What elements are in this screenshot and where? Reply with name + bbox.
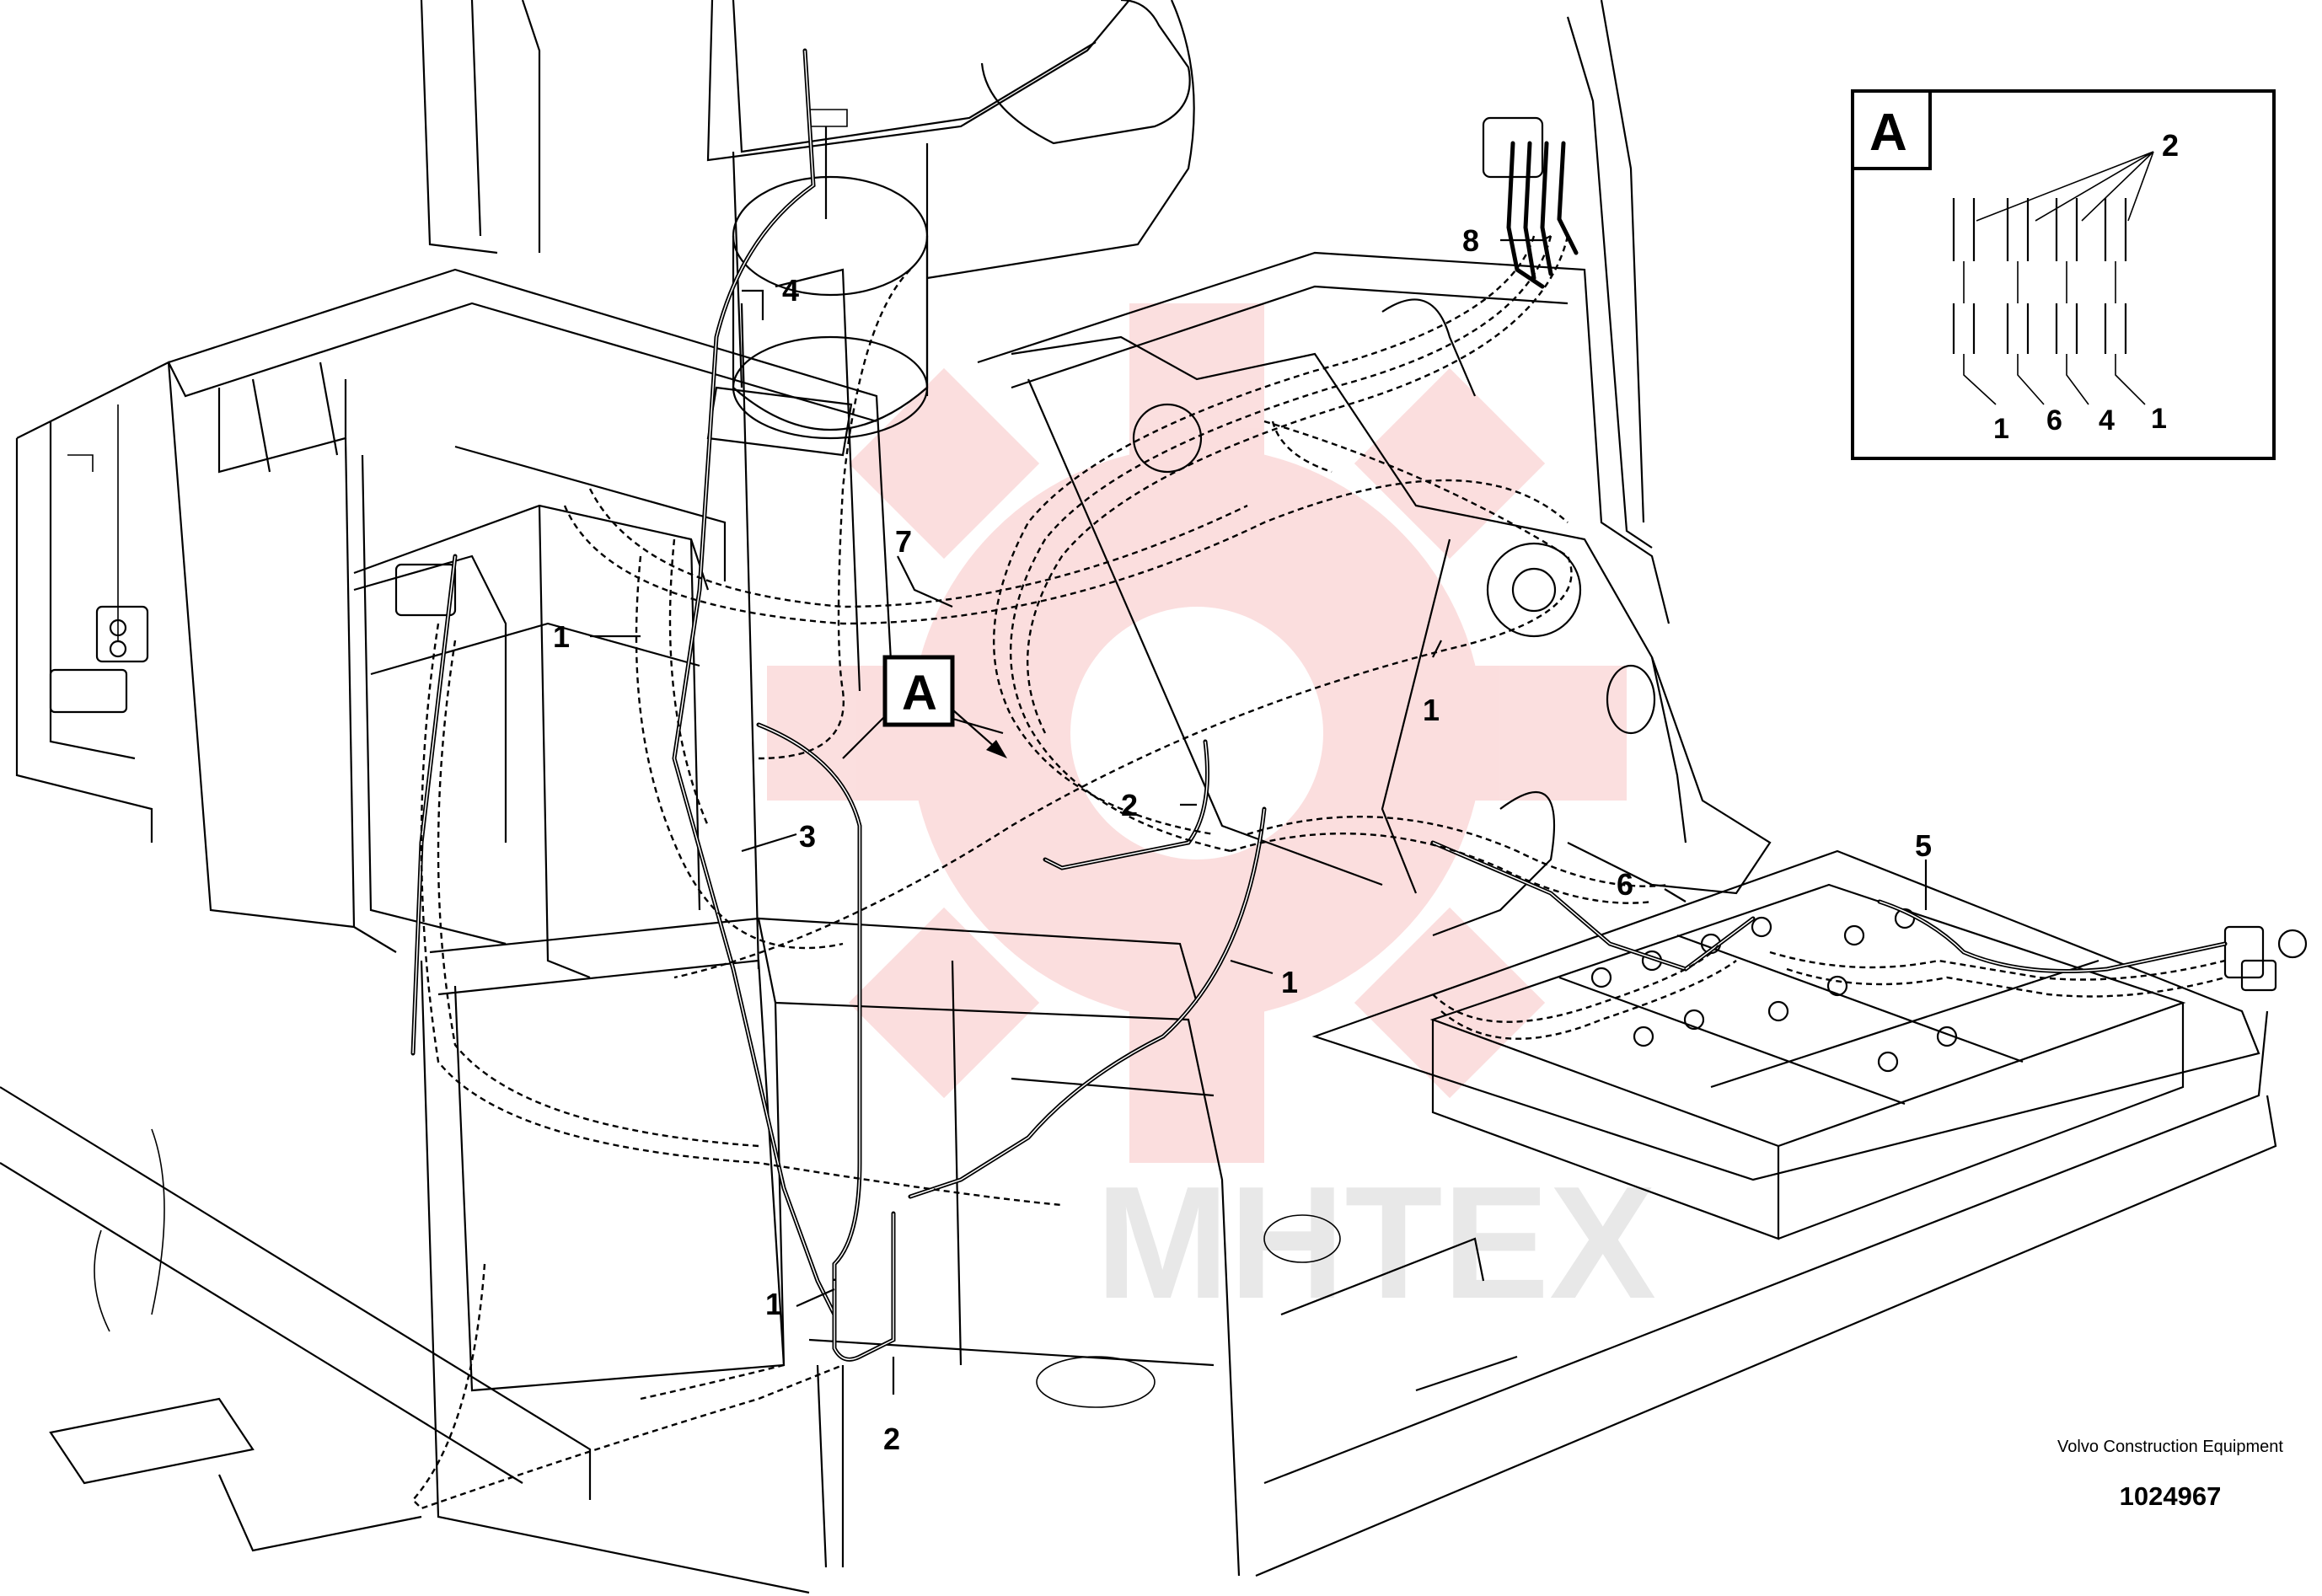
view-marker-a: A — [882, 655, 1007, 758]
watermark-text: MHTEX — [1096, 1154, 1656, 1332]
callout-2-bottom: 2 — [883, 1422, 900, 1456]
manufacturer-caption: Volvo Construction Equipment — [2057, 1438, 2283, 1456]
detail-a-connectors — [1952, 198, 2146, 405]
leader-lines — [590, 235, 1928, 1395]
callout-3: 3 — [799, 819, 816, 854]
callout-1-center: 1 — [1281, 965, 1298, 999]
callout-1-left: 1 — [553, 619, 570, 654]
callout-4: 4 — [782, 273, 799, 308]
detail-a-wire-label-3: 4 — [2099, 404, 2115, 436]
watermark: MHTEX — [767, 303, 1656, 1332]
detail-a-wire-label-2: 6 — [2046, 404, 2062, 436]
detail-a-letter: A — [1869, 104, 1907, 162]
harness-dashed-routes — [411, 235, 2226, 1510]
callout-labels: 8 4 7 1 1 2 3 1 6 5 1 2 — [553, 223, 1932, 1456]
detail-a-wire-label-1: 1 — [1993, 413, 2009, 445]
detail-a-inset: A 2 1 6 4 1 — [1851, 89, 2276, 460]
detail-a-callout-2: 2 — [2162, 128, 2179, 163]
callout-1-bottom: 1 — [765, 1287, 782, 1321]
callout-6: 6 — [1617, 867, 1633, 902]
battery-terminals — [1590, 908, 1958, 1073]
callout-7: 7 — [895, 524, 912, 559]
callout-8: 8 — [1462, 223, 1479, 258]
callout-5: 5 — [1915, 828, 1932, 863]
callout-2-mid: 2 — [1121, 788, 1138, 822]
detail-a-wire-label-4: 1 — [2151, 403, 2167, 435]
view-marker-a-letter: A — [902, 666, 937, 720]
callout-1-right: 1 — [1423, 693, 1440, 727]
diagram-number: 1024967 — [2119, 1481, 2222, 1511]
harness-solid-cables — [410, 48, 2228, 1362]
